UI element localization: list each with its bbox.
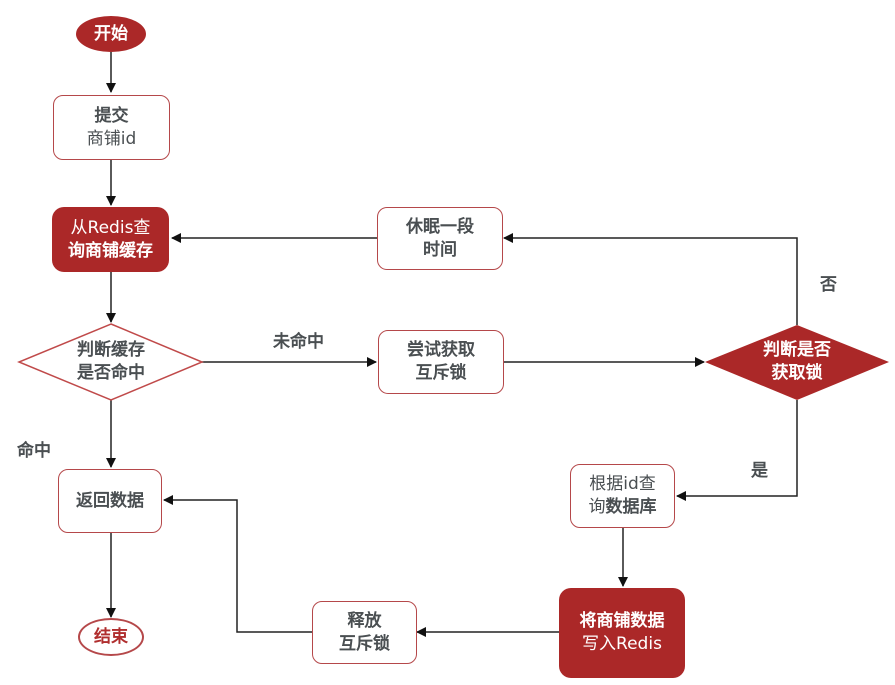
query-cache-line1: 从Redis查 (70, 217, 151, 238)
check-lock-line2: 获取锁 (771, 363, 823, 383)
write-redis-line2: 写入Redis (582, 634, 662, 654)
try-lock-node: 尝试获取 互斥锁 (378, 330, 504, 394)
edge-check-lock-query-db (676, 400, 798, 501)
yes-label: 是 (751, 461, 768, 481)
check-lock-diamond (705, 325, 889, 400)
query-redis-cache-node: 从Redis查 询商铺缓存 (52, 207, 169, 272)
sleep-line2: 时间 (423, 239, 457, 260)
check-hit-diamond (17, 323, 204, 401)
query-database-node: 根据id查 询数据库 (570, 464, 675, 528)
release-lock-node: 释放 互斥锁 (312, 601, 417, 664)
try-lock-line2: 互斥锁 (415, 363, 467, 383)
end-label: 结束 (94, 626, 128, 647)
check-lock-line1: 判断是否 (763, 340, 831, 360)
check-hit-line2: 是否命中 (77, 363, 145, 383)
query-db-line2-bold: 数据库 (605, 497, 657, 517)
submit-line1: 提交 (94, 105, 129, 126)
submit-line2: 商铺id (86, 128, 137, 149)
query-cache-line2: 询商铺缓存 (68, 240, 153, 261)
hit-label: 命中 (17, 441, 51, 461)
return-data-node: 返回数据 (58, 469, 162, 533)
write-redis-node: 将商铺数据 写入Redis (559, 588, 685, 678)
check-hit-text: 判断缓存 是否命中 (51, 339, 171, 385)
start-node: 开始 (76, 16, 146, 52)
write-redis-line1: 将商铺数据 (579, 611, 665, 631)
query-db-line2-prefix: 询 (588, 497, 606, 517)
start-label: 开始 (94, 23, 128, 44)
edge-release-lock-return-data (163, 495, 312, 633)
check-lock-text: 判断是否 获取锁 (737, 339, 857, 385)
return-data-label: 返回数据 (76, 490, 144, 511)
query-db-line1: 根据id查 (589, 474, 656, 494)
submit-shop-id-node: 提交 商铺id (53, 95, 170, 160)
release-lock-line2: 互斥锁 (339, 633, 390, 654)
try-lock-line1: 尝试获取 (407, 340, 475, 360)
release-lock-line1: 释放 (347, 610, 382, 631)
miss-label: 未命中 (273, 332, 324, 352)
edge-check-lock-sleep (503, 233, 798, 325)
sleep-node: 休眠一段 时间 (377, 207, 503, 270)
sleep-line1: 休眠一段 (406, 216, 474, 237)
end-node: 结束 (78, 618, 144, 656)
no-label: 否 (820, 275, 837, 295)
check-hit-line1: 判断缓存 (77, 340, 145, 360)
